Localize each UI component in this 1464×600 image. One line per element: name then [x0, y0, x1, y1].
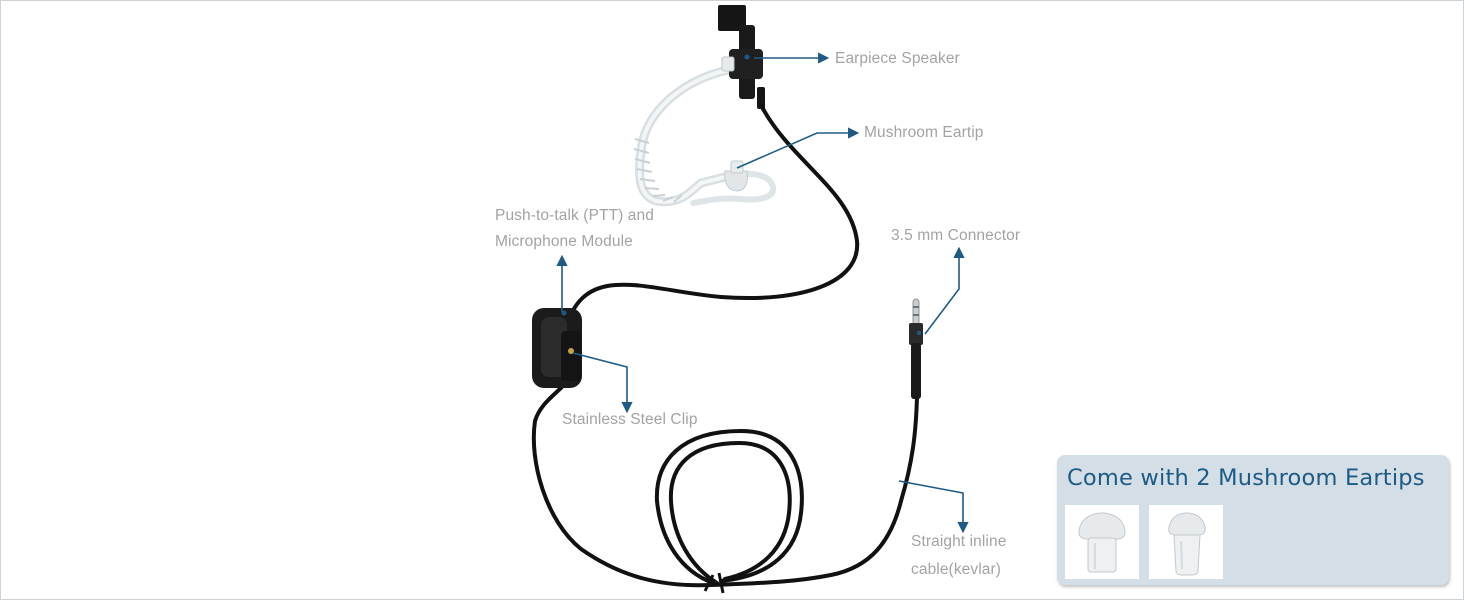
label-cable-line-1: Straight inline: [911, 533, 1007, 550]
label-earpiece-speaker: Earpiece Speaker: [835, 50, 960, 67]
earpiece-speaker-body: [718, 5, 765, 109]
eartip-on-tube: [724, 160, 748, 192]
mushroom-eartip-icon: [1078, 512, 1126, 573]
label-ptt-line-2: Microphone Module: [495, 233, 633, 250]
label-steel-clip: Stainless Steel Clip: [562, 411, 698, 428]
acoustic-coil-tube: [633, 64, 777, 207]
eartip-image-1: [1065, 505, 1139, 579]
label-cable-line-2: cable(kevlar): [911, 561, 1002, 578]
cable-tie: [703, 572, 725, 594]
callout-lines: [556, 52, 969, 534]
label-inline-cable: Straight inline cable(kevlar): [911, 528, 1006, 584]
promo-title: Come with 2 Mushroom Eartips: [1067, 465, 1425, 491]
ptt-module: [532, 308, 582, 388]
main-cable: [531, 105, 919, 588]
label-connector: 3.5 mm Connector: [891, 227, 1021, 244]
mushroom-eartip-icon: [1168, 512, 1206, 576]
connector-plug: [909, 298, 923, 399]
label-ptt-line-1: Push-to-talk (PTT) and: [495, 207, 654, 224]
label-mushroom-eartip: Mushroom Eartip: [864, 124, 984, 141]
label-ptt-module: Push-to-talk (PTT) and Microphone Module: [495, 203, 654, 255]
eartip-image-2: [1149, 505, 1223, 579]
eartips-promo-box: Come with 2 Mushroom Eartips: [1057, 455, 1449, 585]
